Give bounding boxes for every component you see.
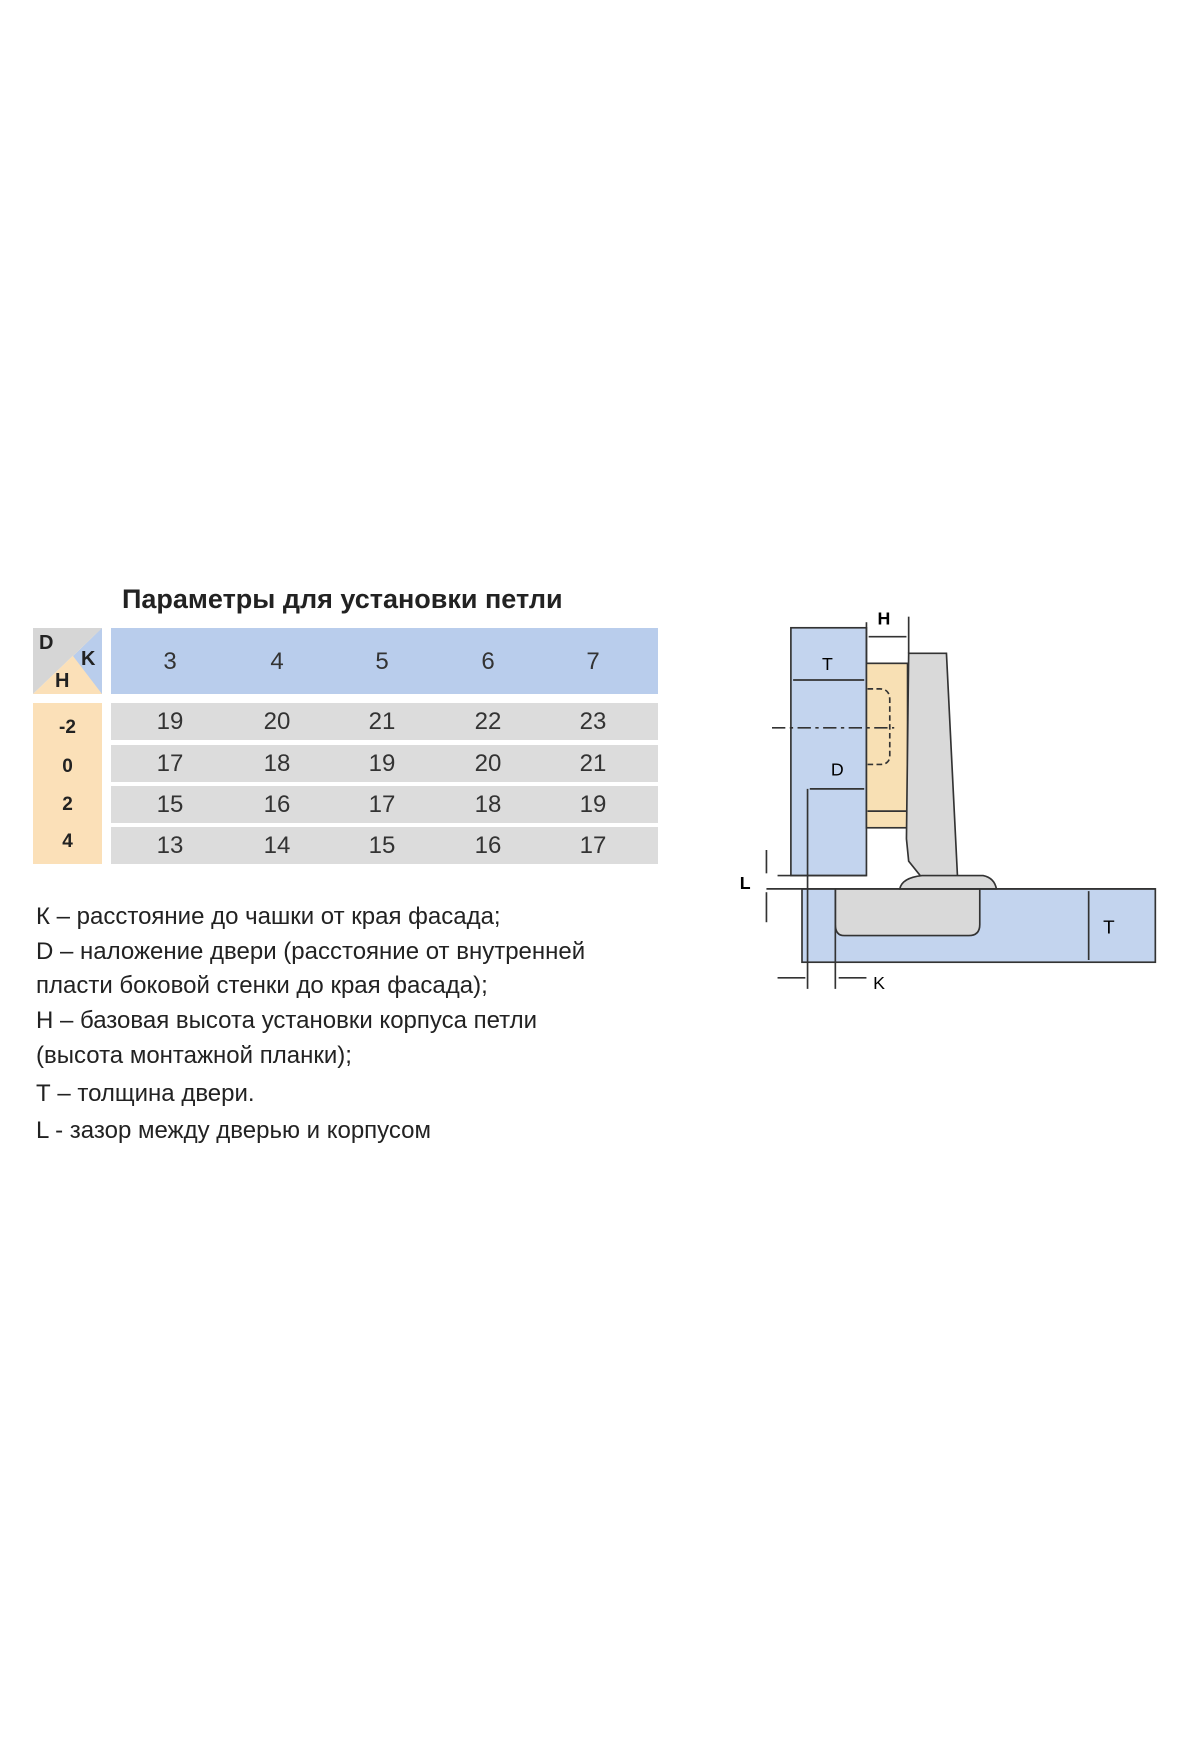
table-cell: 16 bbox=[474, 832, 502, 859]
table-cell: 19 bbox=[368, 750, 396, 777]
hinge-diagram: H T D L T K bbox=[740, 608, 1157, 993]
corner-label-d: D bbox=[39, 632, 54, 654]
k-header-row: 3 4 5 6 7 bbox=[111, 628, 658, 694]
legend-line: пласти боковой стенки до края фасада); bbox=[36, 972, 488, 999]
k-header-cell: 6 bbox=[481, 648, 495, 675]
table-cell: 15 bbox=[368, 832, 396, 859]
table-cell: 20 bbox=[263, 708, 291, 735]
table-cell: 19 bbox=[579, 791, 607, 818]
legend-line: К – расстояние до чашки от края фасада; bbox=[36, 903, 501, 930]
legend-line: H – базовая высота установки корпуса пет… bbox=[36, 1007, 538, 1034]
table-cell: 21 bbox=[368, 708, 396, 735]
legend-line: Т – толщина двери. bbox=[36, 1080, 255, 1107]
label-d: D bbox=[831, 760, 844, 780]
table-cell: 16 bbox=[263, 791, 291, 818]
table-corner-cell: D K H bbox=[33, 628, 102, 694]
k-header-cell: 7 bbox=[586, 648, 600, 675]
label-h: H bbox=[878, 608, 891, 628]
table-row: 13 14 15 16 17 bbox=[111, 827, 658, 864]
label-t-top: T bbox=[822, 654, 833, 674]
hinge-cup bbox=[834, 888, 981, 937]
label-k: K bbox=[873, 973, 885, 993]
corner-label-k: K bbox=[81, 648, 96, 670]
table-cell: 23 bbox=[579, 708, 607, 735]
legend-line: D – наложение двери (расстояние от внутр… bbox=[36, 938, 586, 965]
k-header-cell: 5 bbox=[375, 648, 389, 675]
table-cell: 13 bbox=[156, 832, 184, 859]
legend-line: (высота монтажной планки); bbox=[36, 1042, 352, 1069]
table-cell: 21 bbox=[579, 750, 607, 777]
h-header-cell: 0 bbox=[62, 756, 73, 777]
legend-line: L - зазор между дверью и корпусом bbox=[36, 1117, 432, 1144]
table-cell: 22 bbox=[474, 708, 502, 735]
table-cell: 17 bbox=[579, 832, 607, 859]
table-cell: 17 bbox=[156, 750, 184, 777]
table-row: 15 16 17 18 19 bbox=[111, 786, 658, 823]
h-header-cell: 4 bbox=[62, 831, 73, 852]
mounting-plate bbox=[865, 662, 909, 829]
table-cell: 18 bbox=[474, 791, 502, 818]
corner-label-h: H bbox=[55, 670, 70, 692]
corner-diagonal bbox=[33, 628, 102, 694]
table-cell: 20 bbox=[474, 750, 502, 777]
label-l: L bbox=[740, 873, 751, 893]
label-t-right: T bbox=[1103, 917, 1115, 938]
table-cell: 15 bbox=[156, 791, 184, 818]
table-cell: 18 bbox=[263, 750, 291, 777]
table-cell: 17 bbox=[368, 791, 396, 818]
page-title: Параметры для установки петли bbox=[122, 584, 563, 614]
k-header-cell: 4 bbox=[270, 648, 284, 675]
table-row: 17 18 19 20 21 bbox=[111, 745, 658, 782]
h-header-cell: 2 bbox=[62, 794, 73, 815]
h-header-column: -2 0 2 4 bbox=[33, 703, 102, 864]
hinge-arm bbox=[905, 652, 959, 879]
table-cell: 14 bbox=[263, 832, 291, 859]
table-cell: 19 bbox=[156, 708, 184, 735]
door-side-panel bbox=[790, 626, 868, 877]
k-header-cell: 3 bbox=[163, 648, 177, 675]
table-row: 19 20 21 22 23 bbox=[111, 703, 658, 740]
h-header-cell: -2 bbox=[59, 717, 76, 738]
